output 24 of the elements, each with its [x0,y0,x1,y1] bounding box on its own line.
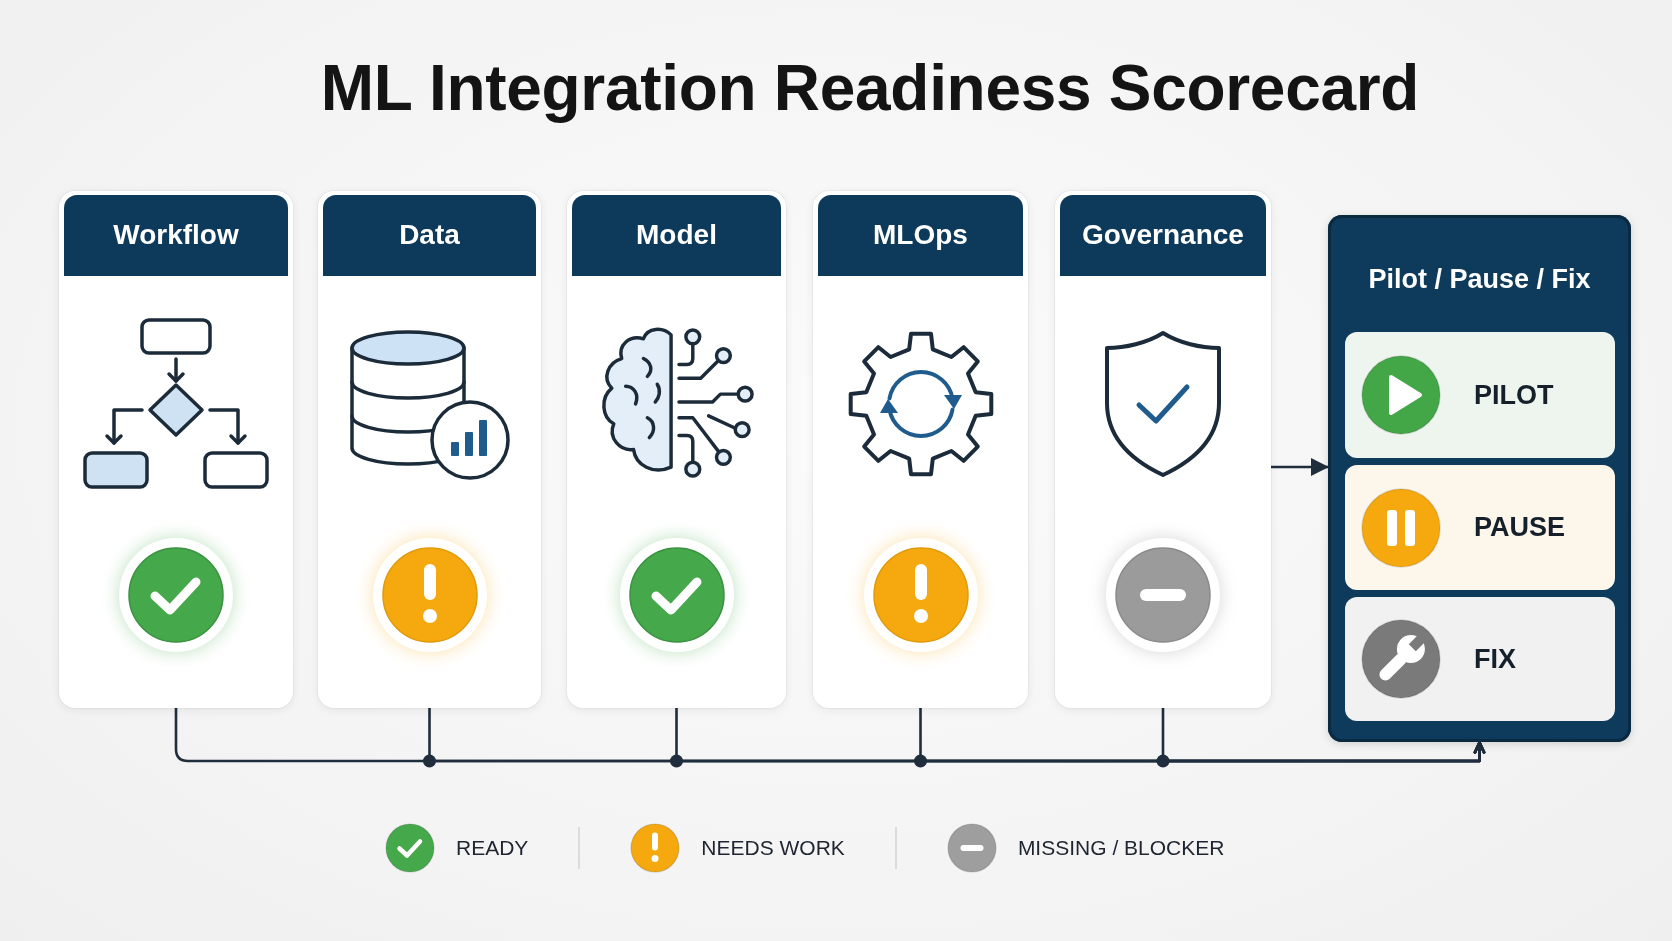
category-card [318,191,541,708]
card-header: MLOps [818,195,1023,276]
option-label: FIX [1474,643,1516,675]
page-title: ML Integration Readiness Scorecard [320,52,1420,126]
panel-title: Pilot / Pause / Fix [1368,263,1591,296]
option-row [1345,597,1615,721]
legend-label: READY [456,836,529,860]
option-row [1345,465,1615,590]
card-header: Workflow [64,195,288,276]
connector-line [1161,708,1486,763]
legend-label: NEEDS WORK [701,836,845,860]
category-card [59,191,293,708]
card-header: Governance [1060,195,1266,276]
decision-panel [1328,215,1631,742]
card-header: Data [323,195,536,276]
category-card [813,191,1028,708]
option-row [1345,332,1615,458]
category-card [567,191,786,708]
option-label: PILOT [1474,379,1554,411]
option-label: PAUSE [1474,512,1566,543]
legend-label: MISSING / BLOCKER [1017,836,1225,860]
card-header: Model [572,195,781,276]
category-card [1055,191,1271,708]
arrow [1271,458,1329,476]
